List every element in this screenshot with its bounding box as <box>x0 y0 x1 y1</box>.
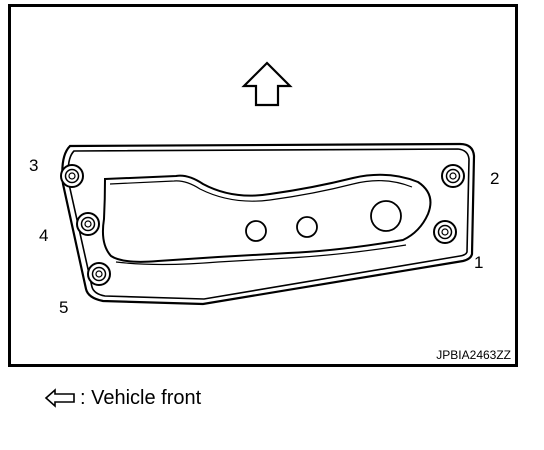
vehicle-front-arrow-icon <box>241 61 293 107</box>
legend-text: : Vehicle front <box>80 386 202 409</box>
callout-3: 3 <box>29 156 38 175</box>
bracket-diagram: 1 2 3 4 5 JPBIA2463ZZ <box>8 4 518 367</box>
bracket-inner-profile <box>101 173 432 263</box>
arrow-left-outline-icon <box>44 388 75 408</box>
legend: : Vehicle front <box>44 384 201 412</box>
bracket-inner-profile-lower <box>115 244 407 266</box>
callout-2: 2 <box>490 169 499 188</box>
bracket-outline-inner <box>67 148 470 300</box>
bolt-5 <box>87 262 111 286</box>
image-code: JPBIA2463ZZ <box>436 348 511 362</box>
bracket-outline <box>61 142 476 306</box>
bolt-4 <box>76 212 100 236</box>
callout-4: 4 <box>39 226 48 245</box>
bracket-hole-large <box>370 200 402 232</box>
bolt-3 <box>60 164 84 188</box>
callout-5: 5 <box>59 298 68 317</box>
bolt-2 <box>441 164 465 188</box>
bracket-hole-small-right <box>296 216 318 238</box>
figure-frame <box>8 4 518 367</box>
callout-1: 1 <box>474 253 483 272</box>
bracket-inner-profile-shadow <box>109 180 413 202</box>
bracket-hole-small-left <box>245 220 267 242</box>
bolt-1 <box>433 220 457 244</box>
